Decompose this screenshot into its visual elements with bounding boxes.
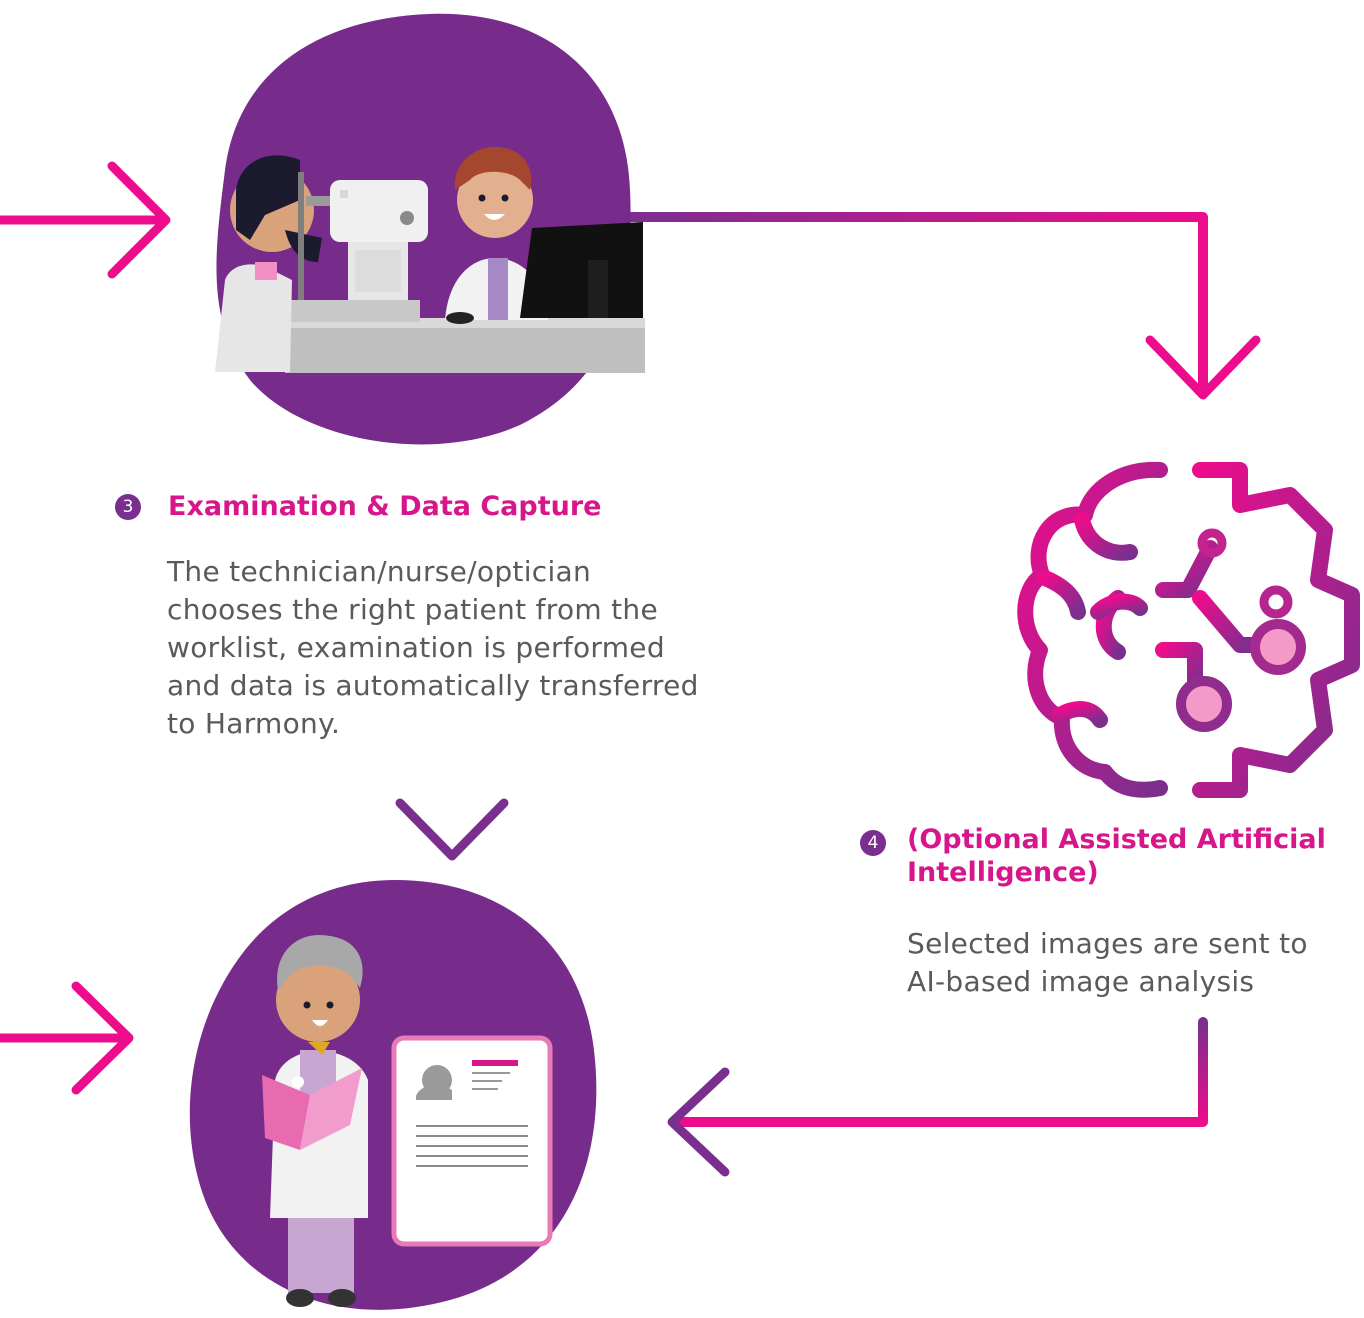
description-line: to Harmony. [167, 707, 341, 740]
doctor-report-illustration [189, 880, 597, 1310]
title-line: Intelligence) [907, 857, 1099, 888]
description-line: worklist, examination is performed [167, 631, 665, 664]
ai-brain-gear-icon [1017, 458, 1360, 800]
step-number-badge: 3 [115, 494, 141, 520]
description-line: AI-based image analysis [907, 965, 1255, 998]
step-number-badge: 4 [860, 830, 886, 856]
description-line: Selected images are sent to [907, 927, 1308, 960]
step-description: Selected images are sent to AI-based ima… [907, 925, 1308, 1001]
title-line: (Optional Assisted Artificial [907, 824, 1326, 855]
flow-arrow-icon [0, 161, 1261, 1188]
description-line: The technician/nurse/optician [167, 555, 592, 588]
eye-exam-illustration [215, 13, 645, 445]
step-description: The technician/nurse/optician chooses th… [167, 553, 699, 743]
step-title: (Optional Assisted Artificial Intelligen… [907, 823, 1326, 889]
step-title: Examination & Data Capture [168, 491, 602, 522]
description-line: chooses the right patient from the [167, 593, 658, 626]
description-line: and data is automatically transferred [167, 669, 699, 702]
